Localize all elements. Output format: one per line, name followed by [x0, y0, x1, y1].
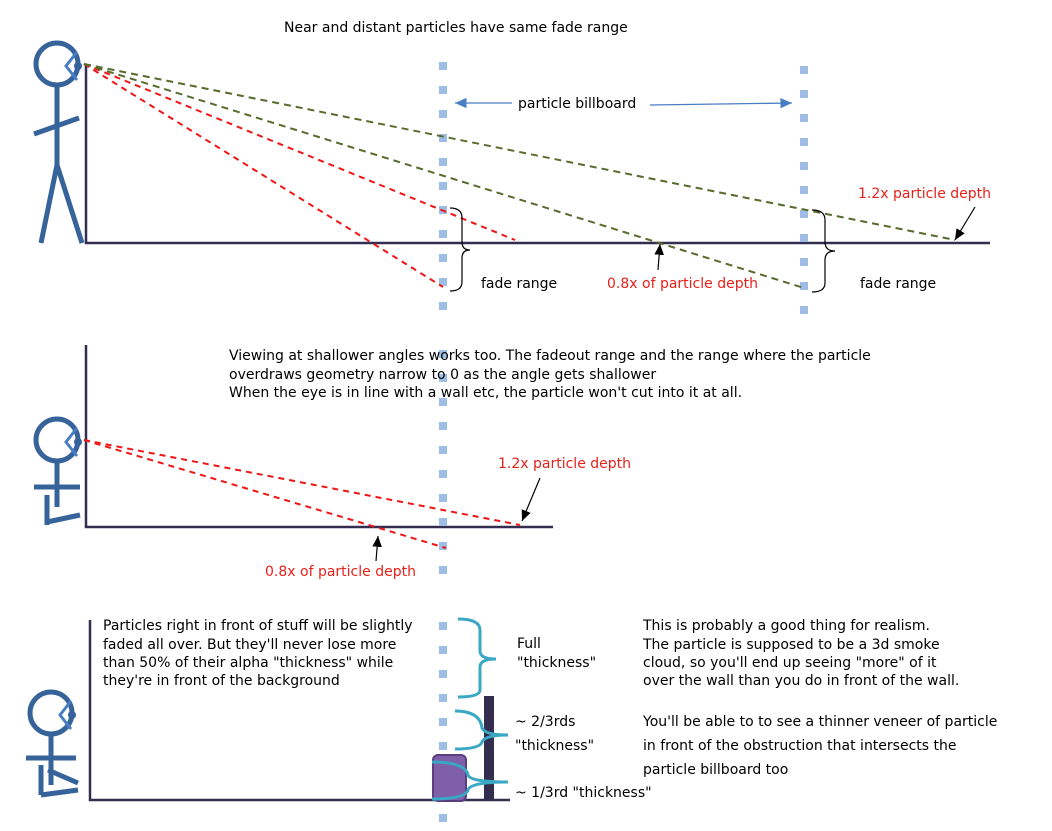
full-thickness-label: Full — [517, 636, 541, 652]
stick-figure — [26, 689, 79, 798]
diagram-title: Near and distant particles have same fad… — [284, 20, 628, 36]
depth-08-label: 0.8x of particle depth — [265, 564, 416, 580]
one-third-label: ~ 1/3rd "thickness" — [515, 785, 652, 801]
fade-range-label: fade range — [481, 276, 557, 292]
two-thirds-brace — [454, 709, 509, 751]
right-note-line: You'll be able to to see a thinner venee… — [642, 714, 997, 730]
left-note-line: Particles right in front of stuff will b… — [103, 618, 413, 634]
stick-figure — [33, 40, 85, 244]
sight-line-red — [83, 63, 444, 288]
explanation-line: overdraws geometry narrow to 0 as the an… — [229, 367, 656, 383]
right-note-line: This is probably a good thing for realis… — [642, 618, 930, 634]
right-note-line: cloud, so you'll end up seeing "more" of… — [643, 655, 937, 671]
left-note-line: faded all over. But they'll never lose m… — [103, 637, 396, 653]
right-note-line: The particle is supposed to be a 3d smok… — [642, 637, 940, 653]
sight-line-red — [83, 63, 516, 241]
section-shallow-angle: Viewing at shallower angles works too. T… — [33, 345, 871, 580]
stick-figure — [33, 416, 82, 525]
right-note-line: in front of the obstruction that interse… — [643, 738, 956, 754]
explanation-line: Viewing at shallower angles works too. T… — [229, 348, 871, 364]
fade-range-brace — [449, 207, 471, 292]
section-near-far: fade range fade range particle billboard… — [33, 40, 991, 318]
full-thickness-brace — [457, 617, 497, 699]
sight-line-red — [83, 439, 447, 549]
right-note-line: particle billboard too — [643, 762, 788, 778]
explanation-line: When the eye is in line with a wall etc,… — [229, 385, 742, 401]
left-note-line: they're in front of the background — [103, 673, 340, 689]
full-thickness-label: "thickness" — [517, 655, 596, 671]
one-third-brace — [431, 760, 509, 801]
sight-line-green — [83, 63, 805, 289]
depth-12-label: 1.2x particle depth — [498, 456, 631, 472]
wall-obstruction — [484, 696, 494, 801]
section-thickness: Particles right in front of stuff will b… — [26, 617, 997, 822]
wall-and-floor — [88, 620, 510, 802]
wall-and-floor — [84, 65, 990, 245]
depth-12-label: 1.2x particle depth — [858, 186, 991, 202]
fade-range-label: fade range — [860, 276, 936, 292]
fade-range-brace — [811, 209, 836, 293]
sight-line-green — [83, 63, 956, 241]
wall-and-floor — [84, 345, 553, 529]
depth-08-label: 0.8x of particle depth — [607, 276, 758, 292]
left-note-line: than 50% of their alpha "thickness" whil… — [103, 655, 393, 671]
two-thirds-label: "thickness" — [515, 738, 594, 754]
billboard-label: particle billboard — [518, 96, 636, 112]
sight-line-red — [83, 439, 521, 526]
two-thirds-label: ~ 2/3rds — [515, 714, 575, 730]
right-note-line: over the wall than you do in front of th… — [643, 673, 959, 689]
